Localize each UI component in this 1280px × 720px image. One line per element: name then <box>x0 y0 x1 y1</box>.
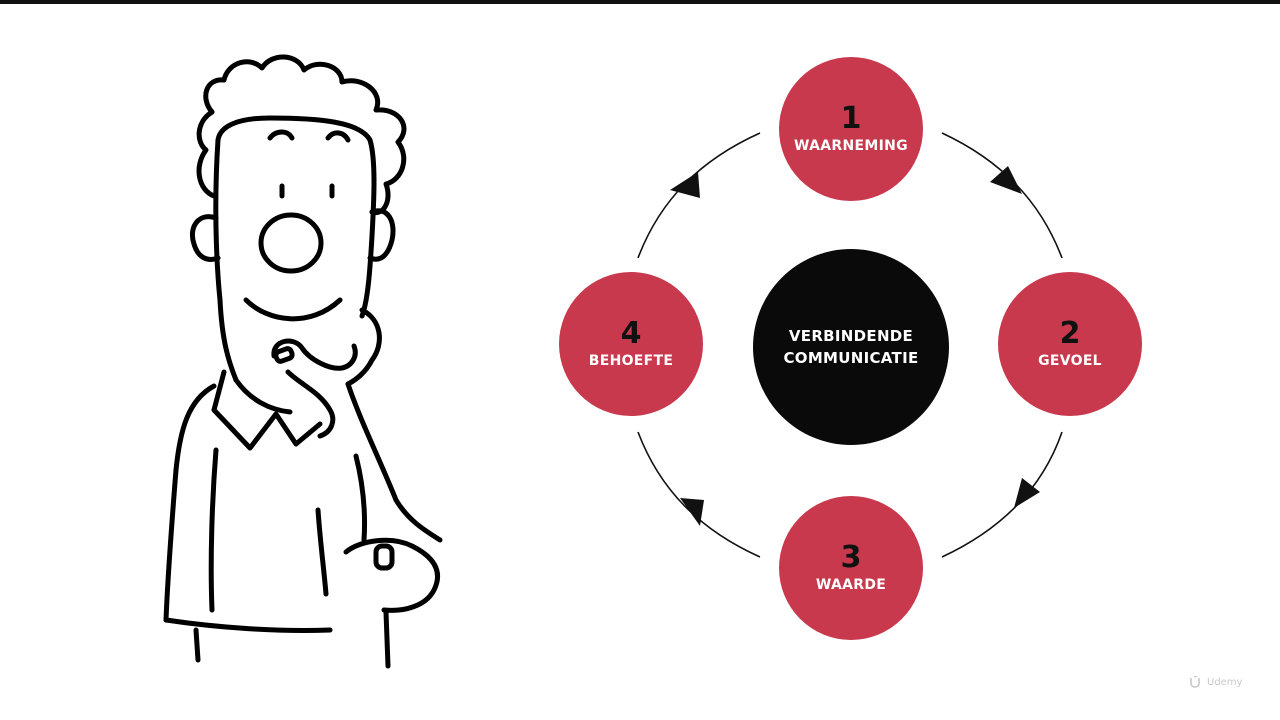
node-label: GEVOEL <box>1038 353 1102 369</box>
node-waarde: 3 WAARDE <box>779 496 923 640</box>
thinking-person-illustration <box>163 54 443 669</box>
center-label-line2: COMMUNICATIE <box>783 349 919 367</box>
node-number: 2 <box>1059 316 1081 351</box>
arc-1-to-2 <box>941 132 1063 259</box>
right-ear <box>367 208 396 262</box>
arrowhead-3-to-4 <box>680 498 704 526</box>
node-waarneming: 1 WAARNEMING <box>779 57 923 201</box>
finger <box>271 338 358 371</box>
face-left <box>213 137 239 383</box>
mouth <box>243 297 343 322</box>
fingernail <box>273 346 295 364</box>
node-number: 1 <box>840 101 862 136</box>
leg-right <box>383 609 391 669</box>
neck <box>233 377 293 415</box>
center-node: VERBINDENDE COMMUNICATIE <box>753 249 949 445</box>
node-label: BEHOEFTE <box>588 353 674 369</box>
torso-inner <box>208 447 219 613</box>
leg-left <box>193 627 201 663</box>
arm <box>345 381 443 543</box>
center-label-line1: VERBINDENDE <box>788 327 914 345</box>
watermark-text: Udemy <box>1207 676 1243 688</box>
finger-2 <box>285 369 336 439</box>
lower-fingernail <box>373 543 395 571</box>
torso-left <box>163 383 217 623</box>
hair-left <box>196 109 217 199</box>
shirt-bottom <box>163 617 333 634</box>
face-outline <box>215 115 377 319</box>
node-gevoel: 2 GEVOEL <box>998 272 1142 416</box>
node-number: 4 <box>620 316 642 351</box>
left-eyebrow <box>267 129 295 141</box>
arrowhead-2-to-3 <box>1014 478 1040 508</box>
lower-hand <box>343 537 441 613</box>
nose <box>258 212 324 274</box>
arc-2-to-3 <box>941 431 1063 558</box>
sleeve <box>315 507 329 597</box>
left-ear <box>190 214 221 262</box>
node-label: WAARDE <box>815 577 887 593</box>
node-behoefte: 4 BEHOEFTE <box>559 272 703 416</box>
node-number: 3 <box>840 540 862 575</box>
node-label: WAARNEMING <box>794 138 908 154</box>
arc-3-to-4 <box>637 431 761 558</box>
watermark: Udemy <box>1190 676 1242 688</box>
arrowhead-4-to-1 <box>670 172 700 198</box>
chin-hand <box>345 307 382 387</box>
arrowhead-1-to-2 <box>990 166 1022 194</box>
right-eyebrow <box>325 130 351 143</box>
collar <box>211 369 323 451</box>
udemy-logo-icon <box>1190 676 1200 688</box>
hair <box>203 54 407 216</box>
arm-2 <box>353 453 368 543</box>
top-border <box>0 0 1280 4</box>
